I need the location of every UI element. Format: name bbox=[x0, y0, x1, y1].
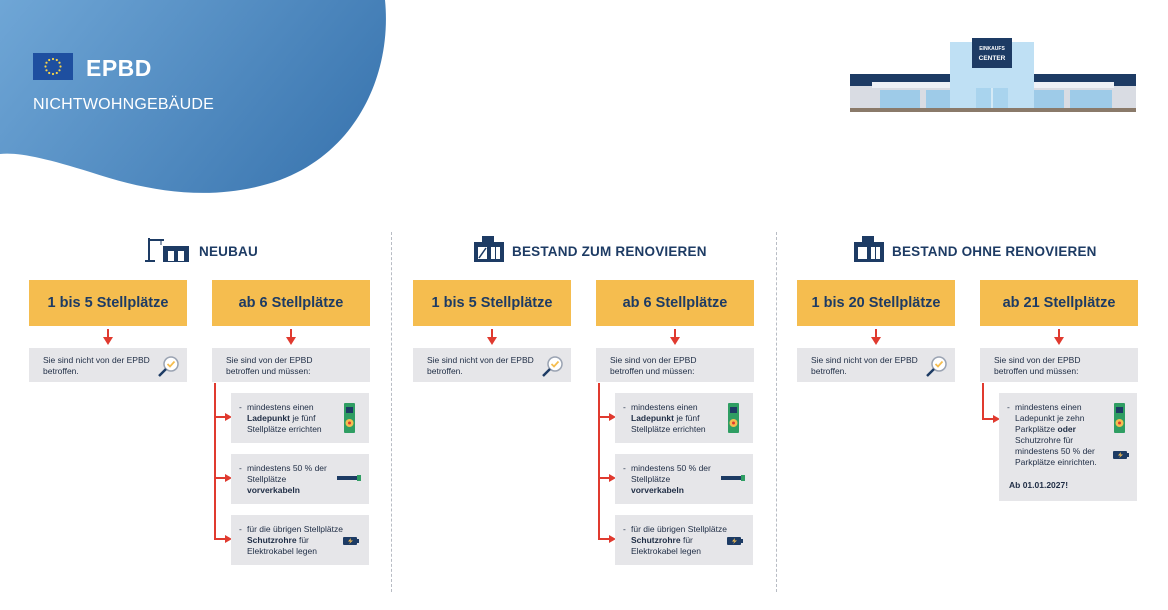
shopping-center-illustration: EINKAUFS CENTER bbox=[850, 38, 1136, 112]
category-box: 1 bis 5 Stellplätze bbox=[413, 280, 571, 326]
requirement-item: - mindestens einen Ladepunkt je zehn Par… bbox=[999, 393, 1137, 501]
requirement-text: mindestens einen Ladepunkt je zehn Parkp… bbox=[1015, 402, 1097, 467]
not-affected-text: Sie sind nicht von der EPBD betroffen. bbox=[43, 355, 150, 376]
requirement-item: - mindestens 50 % der Stellplätze vorver… bbox=[231, 454, 369, 504]
renovation-building-icon bbox=[474, 236, 504, 267]
affected-text: Sie sind von der EPBD betroffen und müss… bbox=[610, 355, 697, 376]
list-dash: - bbox=[623, 402, 626, 412]
list-dash: - bbox=[239, 524, 242, 534]
not-affected-box: Sie sind nicht von der EPBD betroffen. bbox=[413, 348, 571, 382]
charging-station-icon bbox=[1114, 403, 1125, 433]
branch-line bbox=[982, 383, 984, 419]
down-arrow-icon bbox=[103, 329, 113, 345]
affected-box: Sie sind von der EPBD betroffen und müss… bbox=[212, 348, 370, 382]
charging-station-icon bbox=[728, 403, 739, 433]
category-box: ab 21 Stellplätze bbox=[980, 280, 1138, 326]
affected-box: Sie sind von der EPBD betroffen und müss… bbox=[980, 348, 1138, 382]
crane-building-icon bbox=[145, 236, 191, 267]
list-dash: - bbox=[239, 402, 242, 412]
requirement-item: - für die übrigen Stellplätze Schutzrohr… bbox=[615, 515, 753, 565]
conduit-icon bbox=[343, 537, 359, 545]
right-arrow-icon bbox=[982, 415, 1000, 423]
column-heading-label: BESTAND OHNE RENOVIEREN bbox=[892, 244, 1097, 259]
down-arrow-icon bbox=[670, 329, 680, 345]
affected-text: Sie sind von der EPBD betroffen und müss… bbox=[994, 355, 1081, 376]
header-background-shape bbox=[0, 0, 386, 193]
requirement-text: für die übrigen Stellplätze Schutzrohre … bbox=[631, 524, 727, 556]
down-arrow-icon bbox=[1054, 329, 1064, 345]
right-arrow-icon bbox=[214, 474, 232, 482]
column-divider bbox=[776, 232, 777, 592]
category-box: 1 bis 20 Stellplätze bbox=[797, 280, 955, 326]
column-heading-neubau: NEUBAU bbox=[145, 236, 258, 267]
category-box: ab 6 Stellplätze bbox=[596, 280, 754, 326]
down-arrow-icon bbox=[286, 329, 296, 345]
requirement-text: mindestens 50 % der Stellplätze vorverka… bbox=[631, 463, 711, 495]
building-sign-line2: CENTER bbox=[979, 55, 1006, 62]
requirement-text: mindestens einen Ladepunkt je fünf Stell… bbox=[631, 402, 706, 434]
down-arrow-icon bbox=[487, 329, 497, 345]
requirement-text: mindestens 50 % der Stellplätze vorverka… bbox=[247, 463, 327, 495]
conduit-icon bbox=[1113, 451, 1129, 459]
magnifier-check-icon bbox=[542, 356, 563, 377]
right-arrow-icon bbox=[598, 413, 616, 421]
right-arrow-icon bbox=[598, 474, 616, 482]
requirement-item: - mindestens einen Ladepunkt je fünf Ste… bbox=[231, 393, 369, 443]
column-heading-label: BESTAND ZUM RENOVIEREN bbox=[512, 244, 707, 259]
column-heading-renovation: BESTAND ZUM RENOVIEREN bbox=[474, 236, 707, 267]
column-heading-existing: BESTAND OHNE RENOVIEREN bbox=[854, 236, 1097, 267]
charging-station-icon bbox=[344, 403, 355, 433]
right-arrow-icon bbox=[598, 535, 616, 543]
column-heading-label: NEUBAU bbox=[199, 244, 258, 259]
deadline-note: Ab 01.01.2027! bbox=[1009, 480, 1069, 490]
list-dash: - bbox=[239, 463, 242, 473]
not-affected-text: Sie sind nicht von der EPBD betroffen. bbox=[427, 355, 534, 376]
requirement-item: - mindestens 50 % der Stellplätze vorver… bbox=[615, 454, 753, 504]
requirement-item: - mindestens einen Ladepunkt je fünf Ste… bbox=[615, 393, 753, 443]
list-dash: - bbox=[623, 524, 626, 534]
magnifier-check-icon bbox=[926, 356, 947, 377]
not-affected-text: Sie sind nicht von der EPBD betroffen. bbox=[811, 355, 918, 376]
column-divider bbox=[391, 232, 392, 592]
page-title: EPBD bbox=[86, 55, 152, 81]
affected-text: Sie sind von der EPBD betroffen und müss… bbox=[226, 355, 313, 376]
eu-flag-icon bbox=[33, 53, 73, 80]
building-sign-line1: EINKAUFS bbox=[979, 46, 1005, 52]
list-dash: - bbox=[1007, 402, 1010, 412]
not-affected-box: Sie sind nicht von der EPBD betroffen. bbox=[797, 348, 955, 382]
branch-line bbox=[214, 383, 216, 539]
requirement-item: - für die übrigen Stellplätze Schutzrohr… bbox=[231, 515, 369, 565]
conduit-icon bbox=[727, 537, 743, 545]
category-box: ab 6 Stellplätze bbox=[212, 280, 370, 326]
requirement-text: für die übrigen Stellplätze Schutzrohre … bbox=[247, 524, 343, 556]
not-affected-box: Sie sind nicht von der EPBD betroffen. bbox=[29, 348, 187, 382]
cable-icon bbox=[721, 475, 745, 481]
requirement-text: mindestens einen Ladepunkt je fünf Stell… bbox=[247, 402, 322, 434]
affected-box: Sie sind von der EPBD betroffen und müss… bbox=[596, 348, 754, 382]
page-subtitle: NICHTWOHNGEBÄUDE bbox=[33, 96, 214, 113]
list-dash: - bbox=[623, 463, 626, 473]
branch-line bbox=[598, 383, 600, 539]
magnifier-check-icon bbox=[158, 356, 179, 377]
existing-building-icon bbox=[854, 236, 884, 267]
down-arrow-icon bbox=[871, 329, 881, 345]
category-box: 1 bis 5 Stellplätze bbox=[29, 280, 187, 326]
right-arrow-icon bbox=[214, 413, 232, 421]
right-arrow-icon bbox=[214, 535, 232, 543]
cable-icon bbox=[337, 475, 361, 481]
